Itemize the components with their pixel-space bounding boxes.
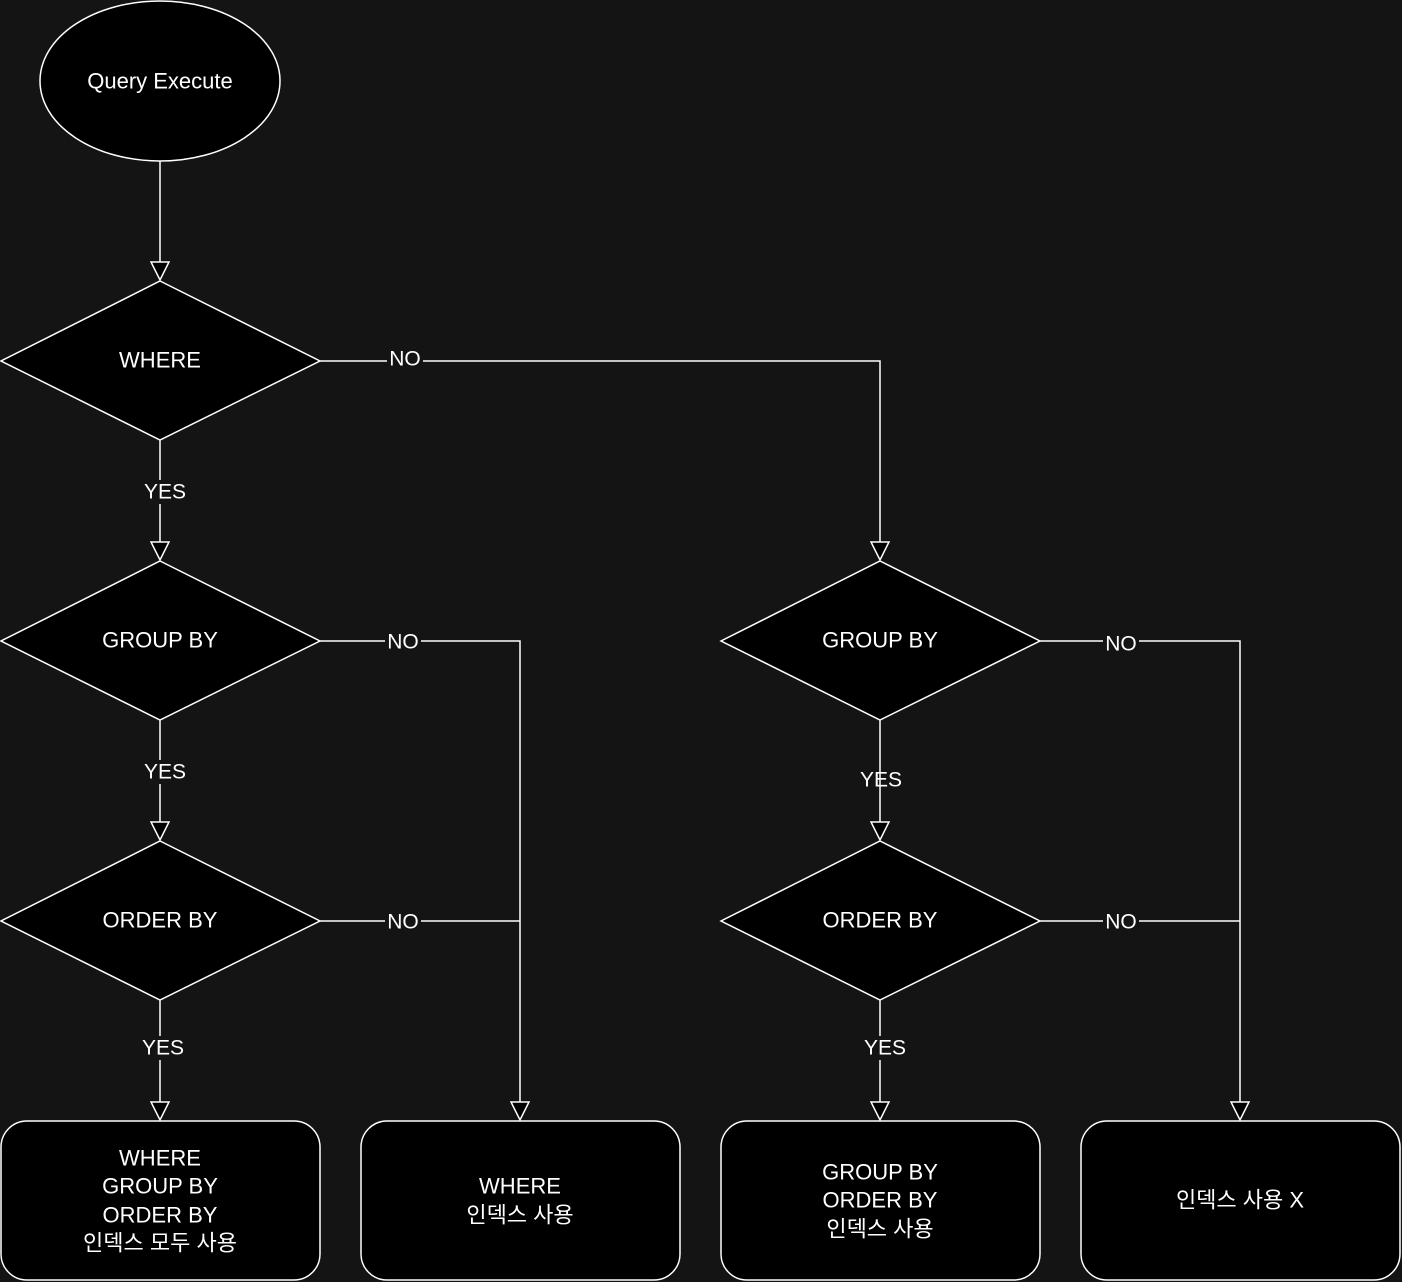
- result-line: 인덱스 모두 사용: [83, 1231, 237, 1256]
- result-line: 인덱스 사용 X: [1176, 1188, 1304, 1213]
- result-line: 인덱스 사용: [466, 1203, 573, 1228]
- decision-diamond: [719, 560, 1042, 721]
- arrowhead-icon: [509, 1101, 531, 1122]
- arrowhead-icon: [149, 1101, 171, 1122]
- result-line: GROUP BY: [822, 1160, 938, 1185]
- decision-order-by-left-label: ORDER BY: [103, 908, 218, 933]
- arrowhead-icon: [149, 821, 171, 842]
- decision-diamond: [719, 840, 1042, 1001]
- decision-order-by-left: ORDER BY: [0, 840, 322, 1001]
- decision-where-label: WHERE: [119, 348, 201, 373]
- arrowheads: [149, 261, 1251, 1122]
- result-line: ORDER BY: [103, 1203, 218, 1228]
- edge-labels: NO YES NO YES NO YES NO YES: [140, 347, 1139, 1060]
- edge-label-group-left-no: NO: [385, 630, 421, 654]
- result-line: WHERE: [479, 1174, 561, 1199]
- edge-label-text: YES: [144, 481, 186, 504]
- result-line: GROUP BY: [102, 1174, 218, 1199]
- arrowhead-icon: [149, 261, 171, 282]
- decision-where: WHERE: [0, 280, 322, 441]
- arrowhead-icon: [869, 821, 891, 842]
- result-box: [1080, 1120, 1401, 1281]
- edge-label-order-right-no: NO: [1103, 910, 1139, 934]
- node-start: Query Execute: [39, 0, 281, 162]
- edge-label-order-left-yes: YES: [140, 1036, 186, 1060]
- result-all-indexes: WHERE GROUP BY ORDER BY 인덱스 모두 사용: [0, 1120, 321, 1281]
- edge-label-text: YES: [864, 1037, 906, 1060]
- decision-group-by-right-label: GROUP BY: [822, 628, 938, 653]
- result-where-index: WHERE 인덱스 사용: [360, 1120, 681, 1281]
- edge-label-text: NO: [387, 911, 419, 934]
- edge-label-text: YES: [142, 1037, 184, 1060]
- edge-label-group-right-yes: YES: [860, 769, 902, 792]
- arrowhead-icon: [149, 541, 171, 562]
- edge-label-where-yes: YES: [142, 480, 188, 504]
- edge-label-text: YES: [860, 769, 902, 792]
- edge-label-text: NO: [387, 631, 419, 654]
- arrowhead-icon: [1229, 1101, 1251, 1122]
- edge-where-no: [320, 360, 881, 542]
- edge-label-text: NO: [1105, 911, 1137, 934]
- decision-order-by-right: ORDER BY: [719, 840, 1042, 1001]
- decision-diamond: [0, 840, 322, 1001]
- result-line: 인덱스 사용: [826, 1217, 933, 1242]
- edge-label-where-no: NO: [387, 347, 423, 371]
- result-box: [360, 1120, 681, 1281]
- result-no-index: 인덱스 사용 X: [1080, 1120, 1401, 1281]
- edge-label-text: NO: [1105, 633, 1137, 656]
- arrowhead-icon: [869, 1101, 891, 1122]
- decision-diamond: [0, 280, 322, 441]
- decision-diamond: [0, 560, 322, 721]
- decision-order-by-right-label: ORDER BY: [823, 908, 938, 933]
- arrowhead-icon: [869, 541, 891, 562]
- edge-label-text: YES: [144, 761, 186, 784]
- decision-group-by-left: GROUP BY: [0, 560, 322, 721]
- edge-label-text: NO: [389, 348, 421, 371]
- result-line: WHERE: [119, 1146, 201, 1171]
- edge-label-group-left-yes: YES: [142, 760, 188, 784]
- edge-label-order-left-no: NO: [385, 910, 421, 934]
- start-ellipse: [39, 0, 281, 162]
- decision-group-by-right: GROUP BY: [719, 560, 1042, 721]
- edge-label-order-right-yes: YES: [862, 1036, 908, 1060]
- result-group-order-index: GROUP BY ORDER BY 인덱스 사용: [720, 1120, 1041, 1281]
- result-box: [720, 1120, 1041, 1281]
- decision-group-by-left-label: GROUP BY: [102, 628, 218, 653]
- node-start-label: Query Execute: [87, 69, 233, 94]
- result-line: ORDER BY: [823, 1188, 938, 1213]
- result-box: [0, 1120, 321, 1281]
- edge-label-group-right-no: NO: [1103, 632, 1139, 656]
